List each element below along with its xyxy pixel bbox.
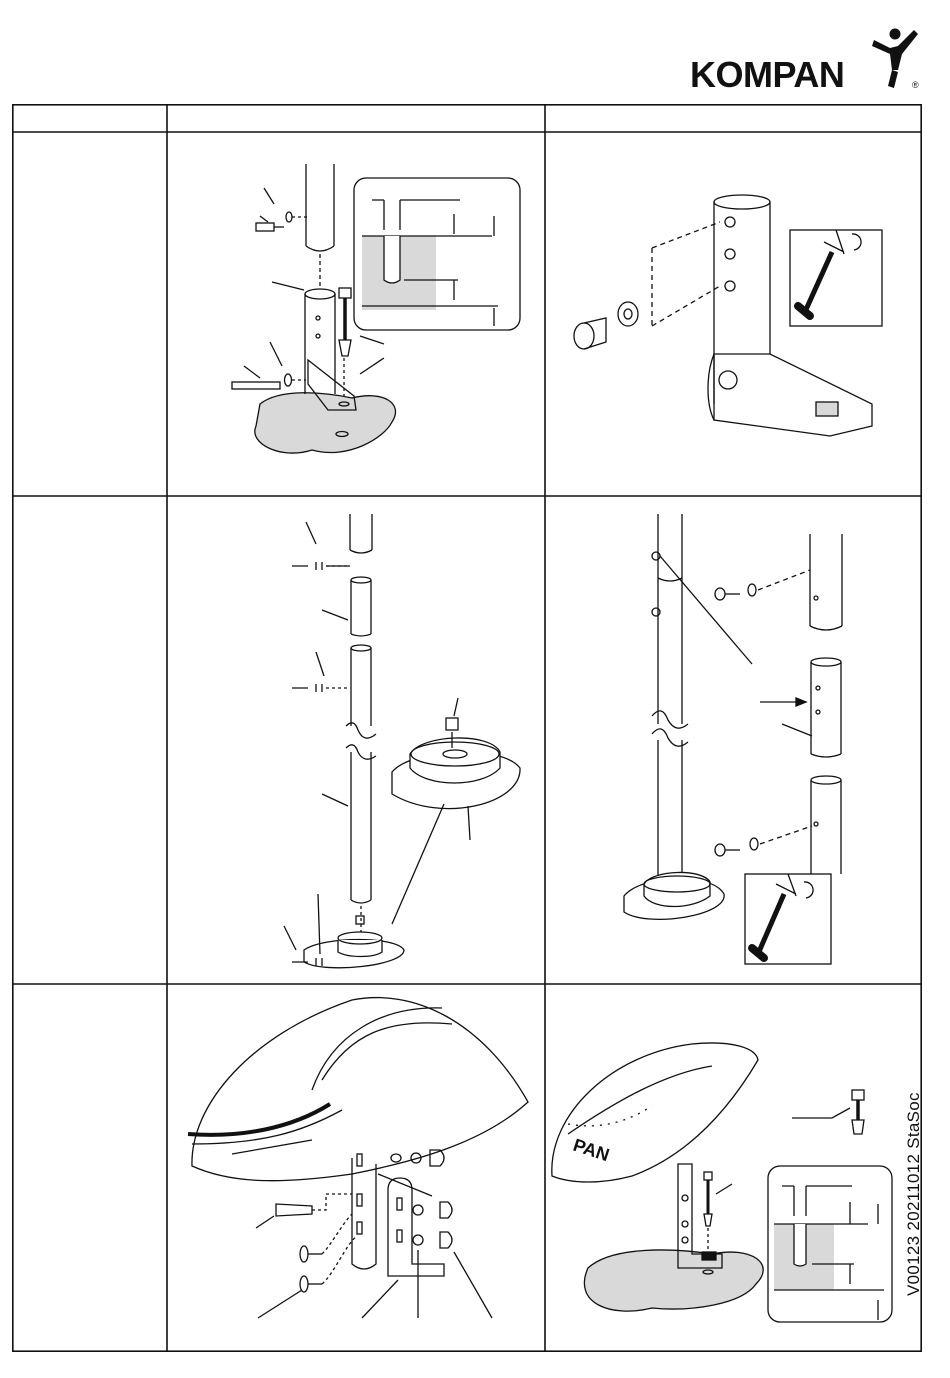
document-code: V00123 20211012 StaSoc	[904, 1056, 928, 1296]
jumping-figure-icon: ®	[868, 26, 920, 92]
step3-illustration-a	[188, 998, 552, 1318]
step2-illustration-a	[284, 514, 520, 968]
step1-illustration-b	[574, 195, 882, 436]
step3-illustration-b: PAN	[552, 1043, 892, 1322]
instruction-table: PAN	[12, 104, 922, 1352]
step1-illustration-a	[232, 164, 520, 453]
step2-illustration-b	[624, 514, 842, 964]
registered-mark: ®	[912, 80, 919, 90]
brand-logo: KOMPAN ®	[690, 26, 920, 96]
svg-text:PAN: PAN	[571, 1135, 612, 1165]
brand-wordmark: KOMPAN	[690, 54, 844, 96]
table-border	[13, 105, 921, 1351]
